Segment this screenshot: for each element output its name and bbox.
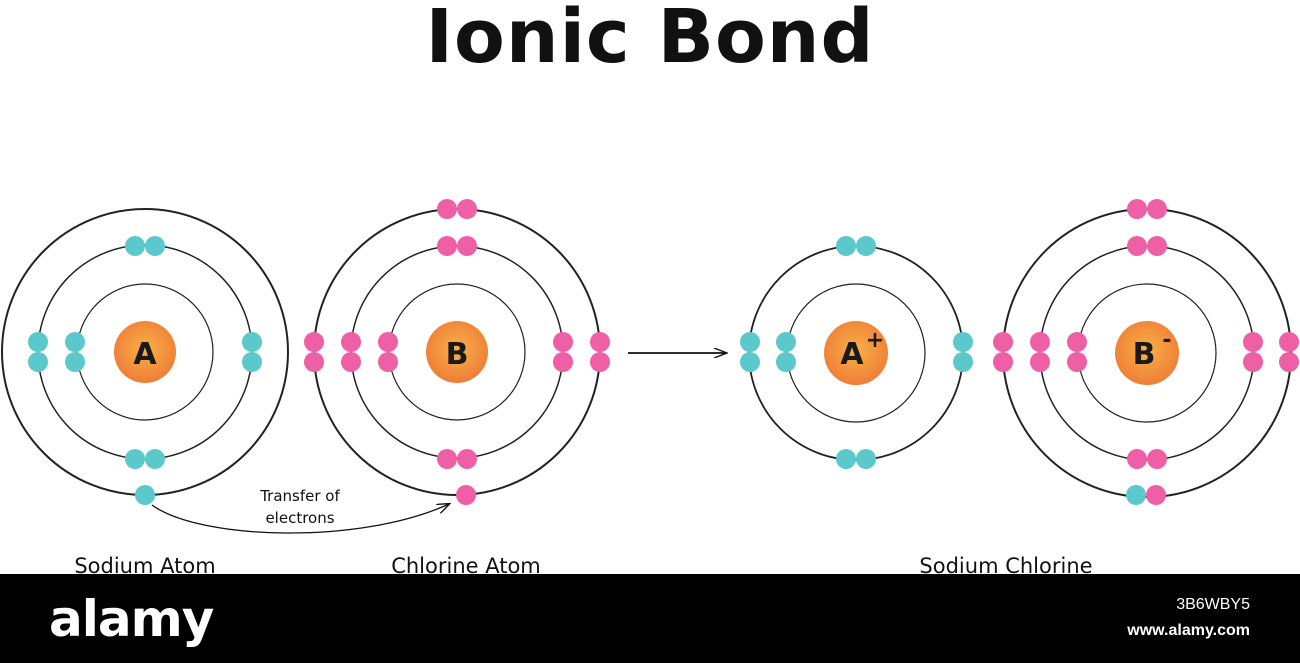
chloride-ion-label: B [1133, 337, 1156, 372]
ionic-bond-diagram: A Sodium Atom B Chlorine Atom [1, 199, 1299, 574]
transfer-note-line1: Transfer of [259, 487, 340, 505]
sodium-atom: A Sodium Atom [1, 208, 289, 574]
sodium-ion: A + [740, 236, 973, 469]
chloride-ion: B - [993, 199, 1299, 505]
chloride-ion-electrons [993, 199, 1299, 505]
sodium-ion-label: A [840, 337, 864, 372]
sodium-nucleus [114, 321, 176, 383]
product-caption: Sodium Chlorine [919, 554, 1092, 574]
chloride-ion-charge: - [1162, 328, 1171, 353]
gained-electron [1126, 485, 1146, 505]
transfer-arrow [151, 504, 449, 534]
sodium-ion-nucleus [824, 321, 888, 385]
chloride-ion-nucleus [1115, 321, 1179, 385]
sodium-ion-charge: + [866, 328, 884, 353]
chlorine-electrons [304, 199, 610, 505]
inner-shell [76, 283, 214, 421]
watermark-bar: alamy 3B6WBY5 www.alamy.com [0, 574, 1300, 663]
sodium-electrons [28, 236, 262, 505]
watermark-image-id: 3B6WBY5 [1176, 596, 1250, 613]
chlorine-atom-caption: Chlorine Atom [391, 554, 541, 574]
inner-shell [388, 283, 526, 421]
transferring-electron [135, 485, 155, 505]
sodium-ion-electrons [740, 236, 973, 469]
chlorine-atom: B Chlorine Atom [304, 199, 610, 574]
transfer-note-line2: electrons [265, 509, 334, 527]
chlorine-nucleus-label: B [446, 337, 469, 372]
watermark-site: www.alamy.com [1127, 622, 1250, 639]
diagram-title: Ionic Bond [425, 0, 875, 80]
watermark-logo: alamy [49, 590, 214, 648]
sodium-nucleus-label: A [133, 337, 157, 372]
chlorine-nucleus [426, 321, 488, 383]
sodium-atom-caption: Sodium Atom [74, 554, 215, 574]
